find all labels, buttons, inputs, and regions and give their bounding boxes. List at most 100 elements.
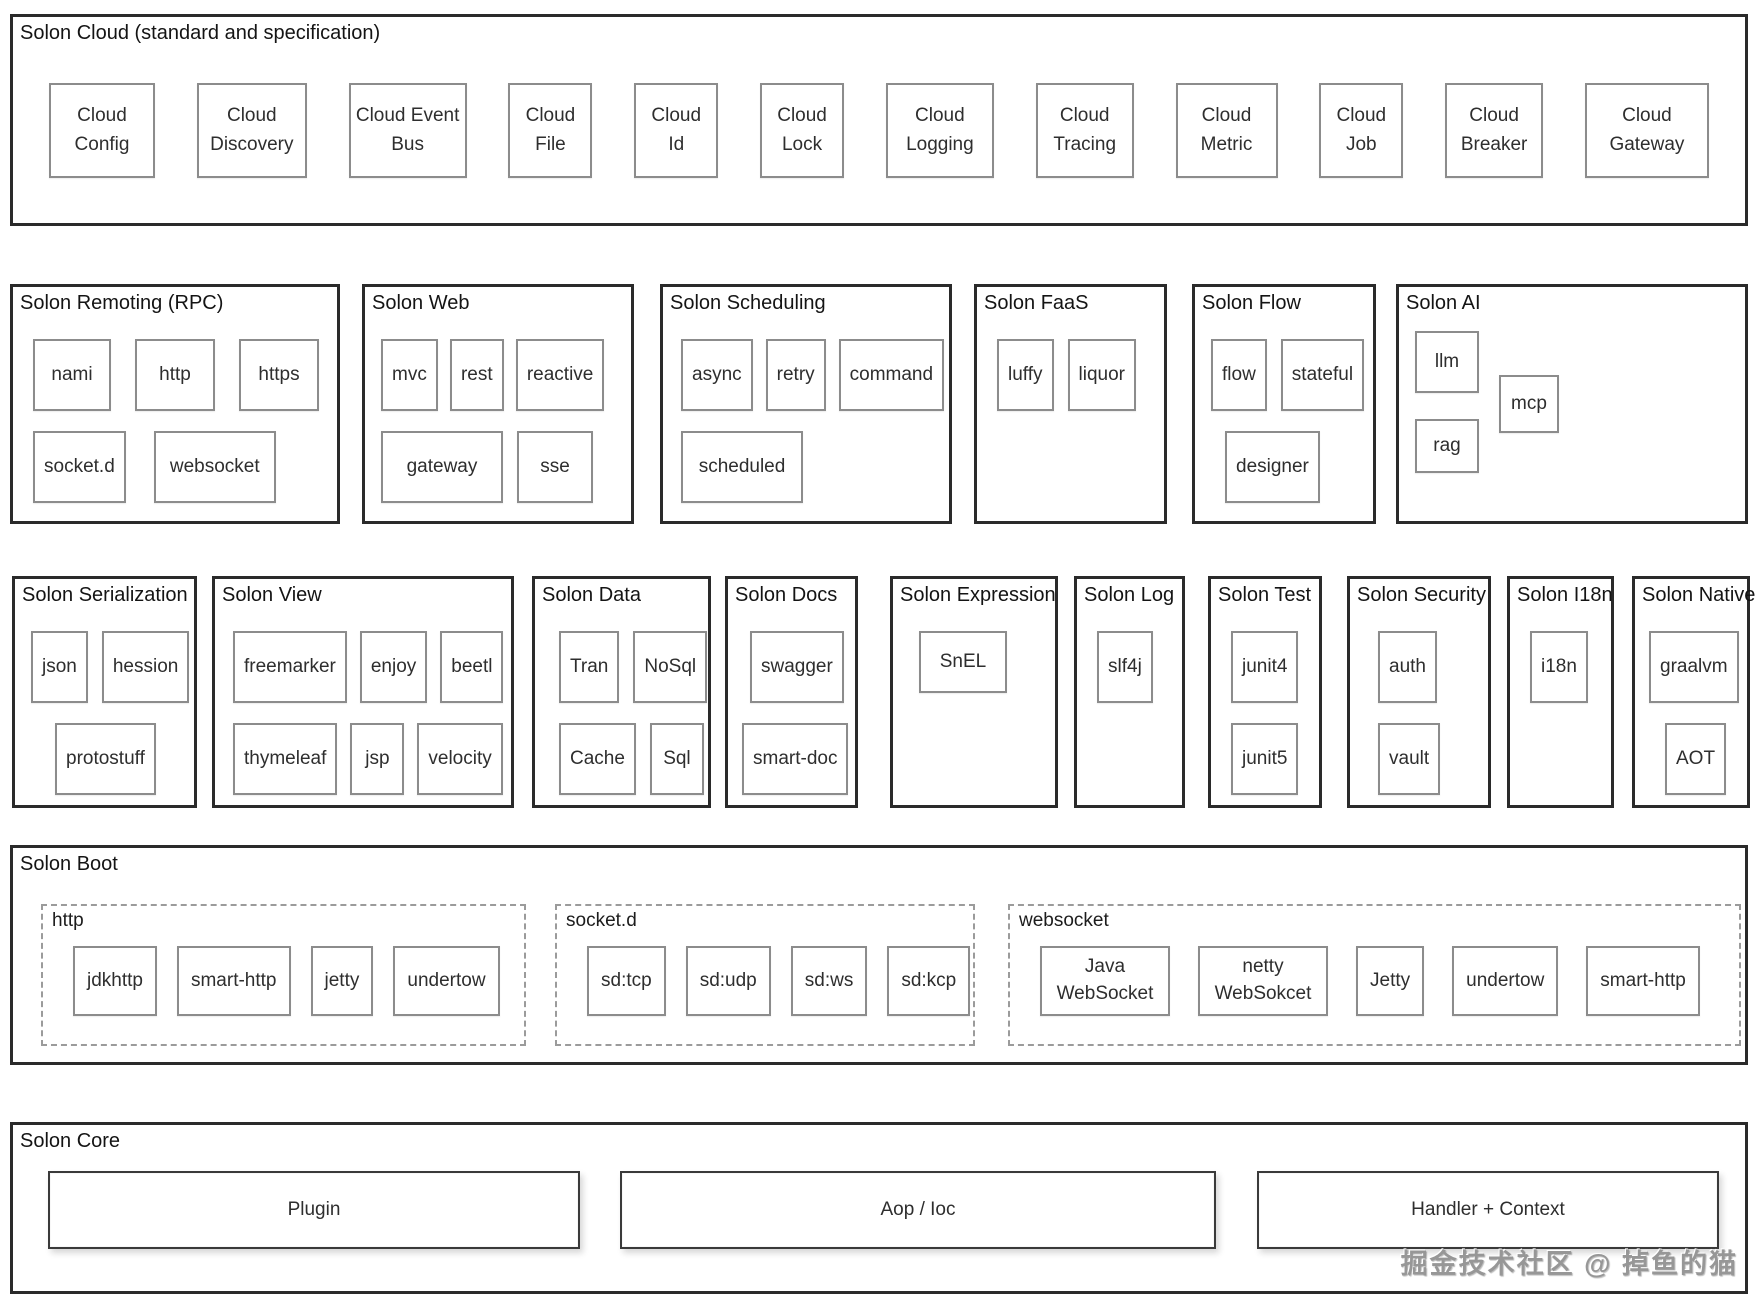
section-title: Solon View [222, 584, 322, 606]
section-title: Solon Security [1357, 584, 1486, 606]
module-cloud-breaker: Cloud Breaker [1445, 83, 1544, 178]
remoting-row-2: socket.d websocket [33, 431, 337, 503]
module-auth: auth [1378, 631, 1437, 703]
docs-row-1: swagger [750, 631, 855, 703]
section-solon-data: Solon Data Tran NoSql Cache Sql [532, 576, 711, 808]
module-jdkhttp: jdkhttp [73, 946, 157, 1016]
section-solon-cloud: Solon Cloud (standard and specification)… [10, 14, 1748, 226]
test-row-2: junit5 [1231, 723, 1319, 795]
module-protostuff: protostuff [55, 723, 156, 795]
section-title: Solon Flow [1202, 292, 1301, 314]
section-solon-expression: Solon Expression SnEL [890, 576, 1058, 808]
module-sse: sse [517, 431, 593, 503]
module-junit5: junit5 [1231, 723, 1299, 795]
module-i18n: i18n [1530, 631, 1588, 703]
section-solon-boot: Solon Boot http jdkhttp smart-http jetty… [10, 845, 1748, 1065]
flow-row-2: designer [1225, 431, 1373, 503]
section-solon-docs: Solon Docs swagger smart-doc [725, 576, 858, 808]
native-row-1: graalvm [1649, 631, 1747, 703]
module-enjoy: enjoy [359, 631, 428, 703]
module-swagger: swagger [750, 631, 844, 703]
boot-group-websocket: websocket Java WebSocket netty WebSokcet… [1008, 904, 1741, 1046]
module-llm: llm [1415, 331, 1479, 393]
module-json: json [31, 631, 88, 703]
serialization-row-2: protostuff [55, 723, 194, 795]
module-cloud-metric: Cloud Metric [1175, 83, 1278, 178]
module-junit4: junit4 [1231, 631, 1299, 703]
module-flow: flow [1211, 339, 1267, 411]
module-https: https [239, 339, 319, 411]
module-jetty: jetty [310, 946, 374, 1016]
module-snel: SnEL [919, 631, 1007, 693]
module-jsp: jsp [350, 723, 405, 795]
module-cloud-config: Cloud Config [49, 83, 155, 178]
module-mcp: mcp [1499, 375, 1559, 433]
module-sd-kcp: sd:kcp [887, 946, 971, 1016]
module-http: http [135, 339, 215, 411]
section-title: Solon Core [20, 1130, 121, 1152]
cloud-items-row: Cloud Config Cloud Discovery Cloud Event… [49, 83, 1709, 178]
core-aop-ioc: Aop / Ioc [620, 1171, 1216, 1249]
module-jetty-ws: Jetty [1356, 946, 1425, 1016]
boot-group-label: websocket [1019, 910, 1109, 931]
section-title: Solon Cloud (standard and specification) [20, 22, 381, 44]
module-cloud-job: Cloud Job [1319, 83, 1404, 178]
flow-row-1: flow stateful [1211, 339, 1373, 411]
section-solon-faas: Solon FaaS luffy liquor [974, 284, 1167, 524]
expression-row-1: SnEL [919, 631, 1055, 693]
section-title: Solon Serialization [22, 584, 188, 606]
module-nosql: NoSql [633, 631, 708, 703]
boot-http-items: jdkhttp smart-http jetty undertow [73, 946, 524, 1016]
module-async: async [681, 339, 753, 411]
module-cloud-lock: Cloud Lock [760, 83, 845, 178]
section-title: Solon Boot [20, 853, 118, 875]
module-hession: hession [101, 631, 190, 703]
native-row-2: AOT [1665, 723, 1747, 795]
section-solon-serialization: Solon Serialization json hession protost… [12, 576, 197, 808]
boot-group-socketd: socket.d sd:tcp sd:udp sd:ws sd:kcp [555, 904, 975, 1046]
section-title: Solon AI [1406, 292, 1481, 314]
boot-group-label: socket.d [566, 910, 637, 931]
module-beetl: beetl [440, 631, 504, 703]
module-undertow-ws: undertow [1452, 946, 1559, 1016]
module-socketd: socket.d [33, 431, 126, 503]
faas-row-1: luffy liquor [997, 339, 1164, 411]
section-title: Solon Scheduling [670, 292, 826, 314]
section-title: Solon FaaS [984, 292, 1089, 314]
module-smart-http-ws: smart-http [1586, 946, 1700, 1016]
module-mvc: mvc [381, 339, 438, 411]
section-title: Solon Docs [735, 584, 838, 606]
module-cloud-event-bus: Cloud Event Bus [348, 83, 467, 178]
module-cloud-file: Cloud File [508, 83, 593, 178]
module-retry: retry [765, 339, 826, 411]
module-tran: Tran [559, 631, 620, 703]
section-title: Solon Expression [900, 584, 1056, 606]
section-solon-log: Solon Log slf4j [1074, 576, 1185, 808]
remoting-row-1: nami http https [33, 339, 337, 411]
module-stateful: stateful [1280, 339, 1365, 411]
module-vault: vault [1378, 723, 1441, 795]
module-sd-ws: sd:ws [790, 946, 868, 1016]
view-row-2: thymeleaf jsp velocity [233, 723, 511, 795]
module-cache: Cache [559, 723, 636, 795]
module-cloud-discovery: Cloud Discovery [196, 83, 307, 178]
security-row-2: vault [1378, 723, 1488, 795]
module-cloud-gateway: Cloud Gateway [1584, 83, 1709, 178]
section-solon-view: Solon View freemarker enjoy beetl thymel… [212, 576, 514, 808]
section-title: Solon Data [542, 584, 641, 606]
module-slf4j: slf4j [1097, 631, 1153, 703]
module-cloud-logging: Cloud Logging [885, 83, 994, 178]
module-sd-udp: sd:udp [685, 946, 771, 1016]
boot-socketd-items: sd:tcp sd:udp sd:ws sd:kcp [587, 946, 973, 1016]
section-solon-web: Solon Web mvc rest reactive gateway sse [362, 284, 634, 524]
section-title: Solon Log [1084, 584, 1175, 606]
module-rag: rag [1415, 419, 1479, 473]
boot-websocket-items: Java WebSocket netty WebSokcet Jetty und… [1040, 946, 1739, 1016]
module-thymeleaf: thymeleaf [233, 723, 338, 795]
data-row-2: Cache Sql [559, 723, 708, 795]
data-row-1: Tran NoSql [559, 631, 708, 703]
module-sql: Sql [649, 723, 704, 795]
web-row-1: mvc rest reactive [381, 339, 631, 411]
watermark: 掘金技术社区 @ 掉鱼的猫 [1400, 1249, 1738, 1279]
section-solon-i18n: Solon I18n i18n [1507, 576, 1614, 808]
